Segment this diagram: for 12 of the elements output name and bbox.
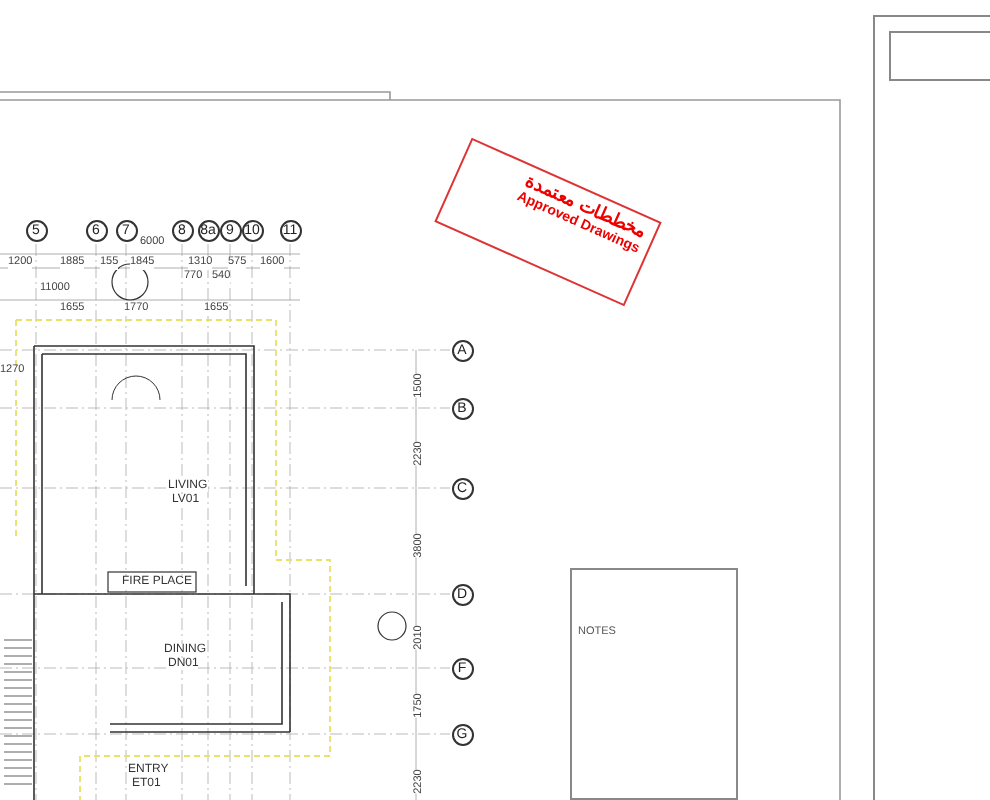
grid-bubble [451, 583, 473, 605]
grid-bubble [219, 219, 241, 241]
notes-panel [570, 568, 738, 800]
grid-bubble [451, 657, 473, 679]
grid-bubble [85, 219, 107, 241]
grid-bubble [451, 477, 473, 499]
grid-bubble [451, 723, 473, 745]
grid-bubble [171, 219, 193, 241]
grid-bubble [451, 339, 473, 361]
grid-bubble [115, 219, 137, 241]
grid-bubble [25, 219, 47, 241]
grid-bubble [451, 397, 473, 419]
